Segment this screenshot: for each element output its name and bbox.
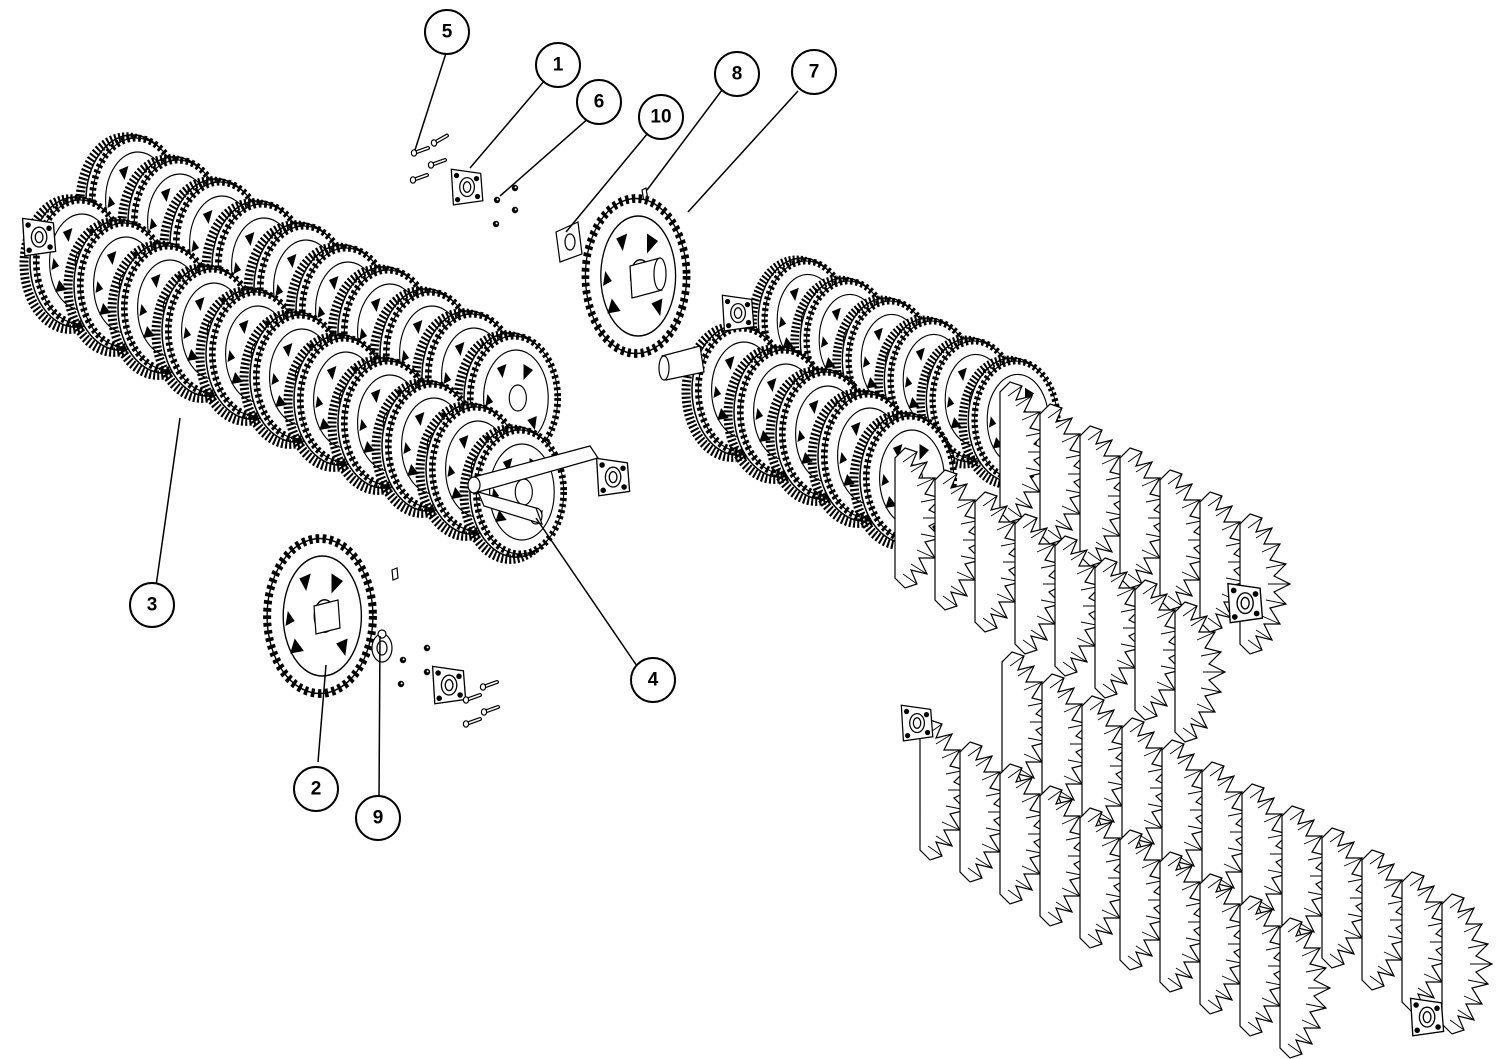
callout-8: 8 — [714, 51, 760, 97]
callout-1: 1 — [535, 42, 581, 88]
flange-bearing-lower — [431, 665, 467, 705]
fan-back-6 — [1239, 513, 1291, 655]
shaft — [467, 445, 599, 525]
roller-assembly-right-lower — [919, 651, 1493, 1059]
toothed-disc-part-2 — [267, 539, 373, 694]
flange-bearing-left-end — [21, 217, 57, 257]
callout-5: 5 — [424, 9, 470, 55]
callout-3: 3 — [129, 582, 175, 628]
bolts-part-5 — [408, 133, 451, 186]
svg-text:1: 1 — [553, 55, 564, 76]
svg-text:9: 9 — [373, 808, 384, 829]
toothed-disc-part-7 — [585, 199, 686, 354]
svg-text:6: 6 — [594, 92, 605, 113]
callout-7: 7 — [791, 49, 837, 95]
svg-text:4: 4 — [648, 670, 659, 691]
shaft-right-upper — [658, 345, 705, 381]
svg-text:7: 7 — [809, 62, 820, 83]
flange-bearing-left-right-end — [595, 457, 631, 497]
flange-bearing-part-1 — [450, 168, 484, 206]
callout-6: 6 — [576, 79, 622, 125]
roller-assembly-right-upper — [686, 258, 1291, 743]
grease-nipple-lower — [391, 567, 399, 581]
callout-4: 4 — [630, 657, 676, 703]
svg-text:5: 5 — [442, 22, 453, 43]
lfan-back-11 — [1441, 893, 1493, 1035]
callout-9: 9 — [355, 795, 401, 841]
nuts-lower — [397, 644, 431, 688]
svg-text:3: 3 — [147, 595, 158, 616]
svg-text:8: 8 — [732, 64, 743, 85]
callout-10: 10 — [638, 94, 684, 140]
svg-text:2: 2 — [311, 779, 322, 800]
disc-front-face-10 — [476, 430, 563, 554]
callout-2: 2 — [293, 766, 339, 812]
svg-text:10: 10 — [650, 107, 671, 128]
leader-lines — [155, 49, 799, 801]
bolts-lower — [461, 680, 500, 730]
